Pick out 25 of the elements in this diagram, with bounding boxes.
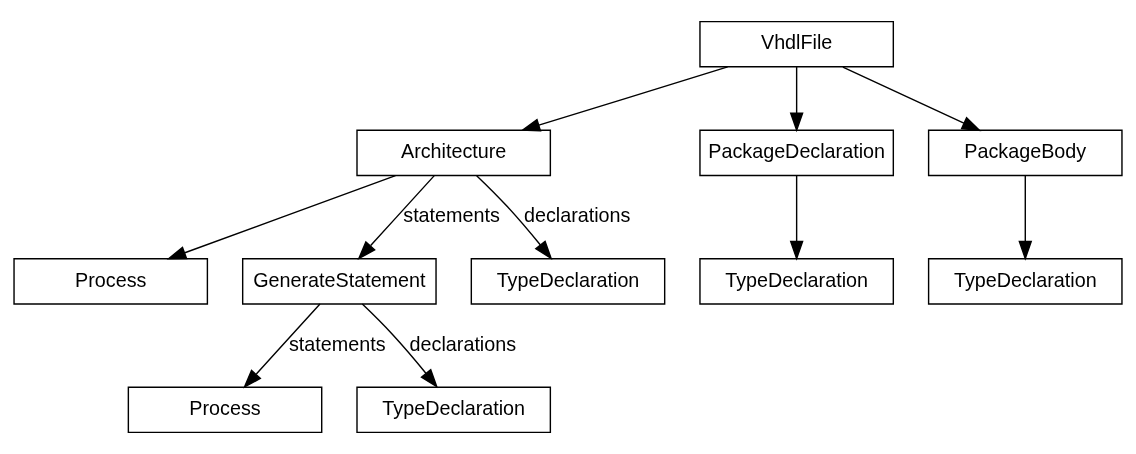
edge-label: statements (403, 204, 500, 227)
arrow (361, 303, 439, 389)
edge-label: declarations (409, 332, 517, 355)
node-box: VhdlFile (699, 20, 895, 68)
node-box: PackageDeclaration (699, 129, 895, 177)
node-box: PackageBody (927, 129, 1123, 177)
node-box: TypeDeclaration (470, 258, 666, 305)
arrow (789, 174, 804, 261)
node-box: Process (127, 386, 323, 434)
arrow (243, 303, 321, 389)
node-box: TypeDeclaration (699, 258, 895, 305)
arrow (166, 174, 397, 260)
edge-label: statements (288, 332, 386, 355)
edge-label: declarations (523, 204, 631, 227)
arrow (475, 174, 553, 260)
arrow (1018, 174, 1033, 261)
arrow (357, 174, 435, 261)
node-box: TypeDeclaration (356, 386, 552, 434)
arrow (520, 66, 729, 132)
node-box: Process (13, 258, 209, 305)
arrow (789, 66, 804, 133)
node-box: TypeDeclaration (927, 258, 1123, 305)
node-box: Architecture (356, 129, 552, 177)
node-box: GenerateStatement (241, 258, 437, 305)
arrow (842, 66, 982, 132)
